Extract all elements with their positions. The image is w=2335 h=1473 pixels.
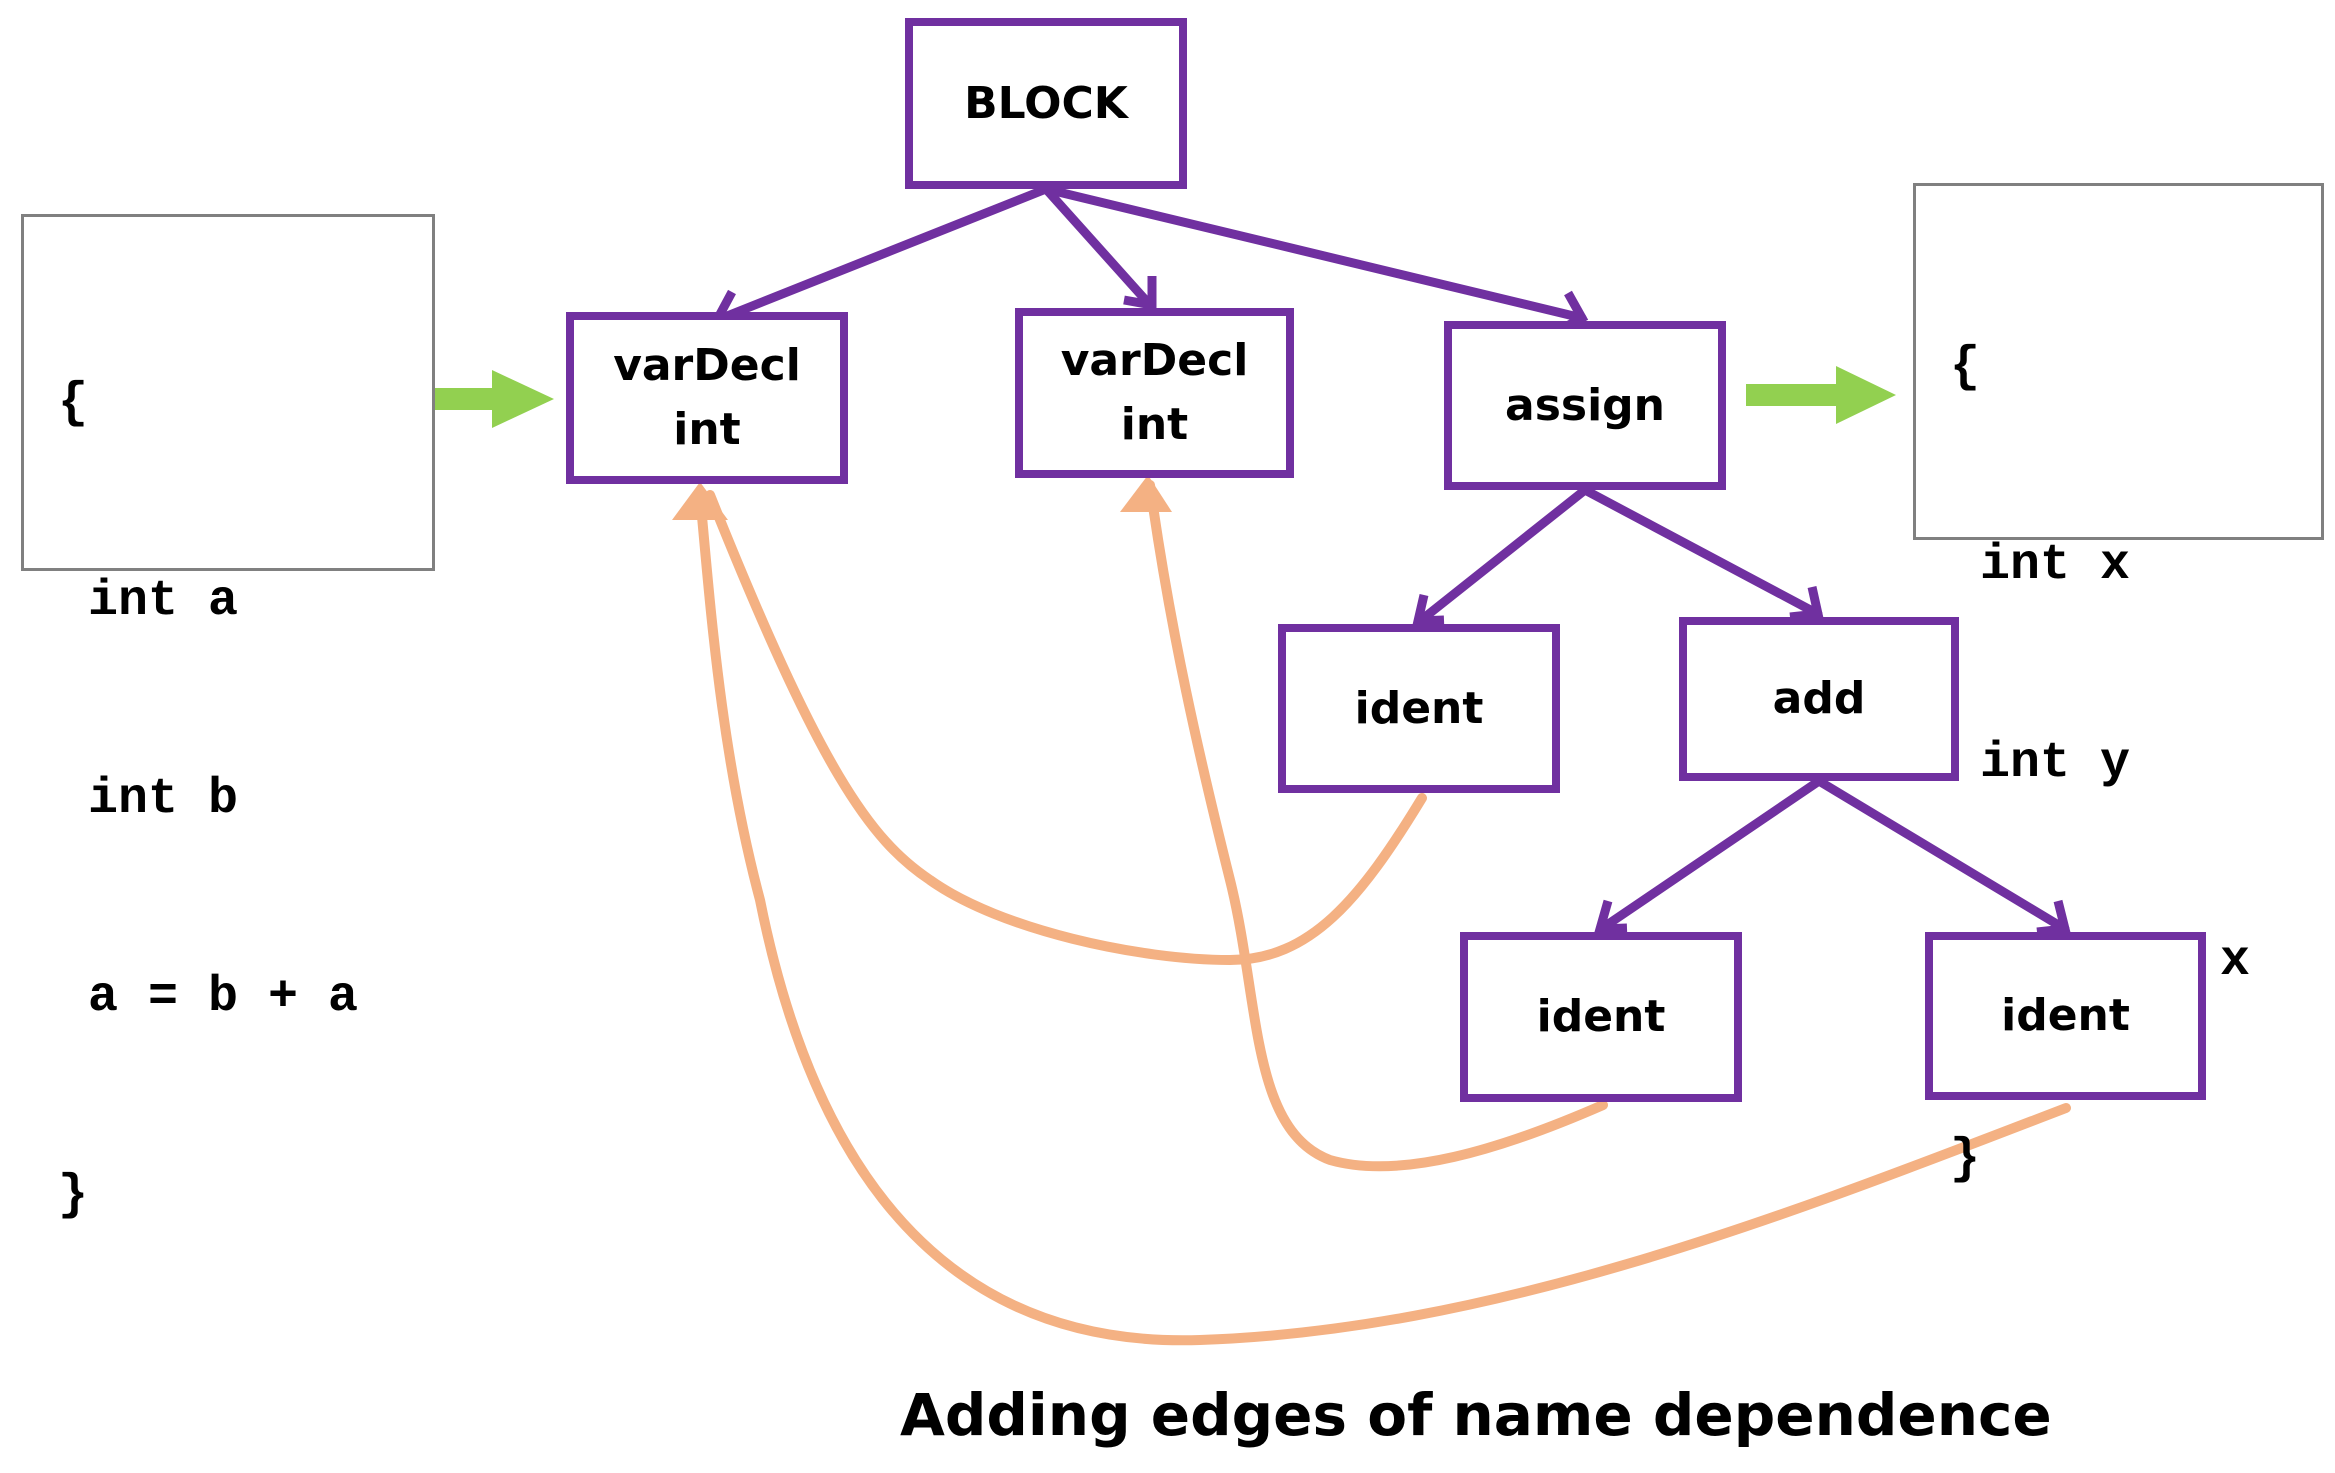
output-arrow [1746,366,1896,424]
ident-node-2: ident [1460,932,1742,1102]
code-line: int a [88,573,239,630]
edge-add-ident3 [1814,776,2070,934]
tree-arrowhead [1412,593,1445,626]
node-label: varDecl [1060,335,1249,386]
diagram-caption: Adding edges of name dependence [900,1381,2052,1449]
tree-edges [717,184,2070,934]
edge-add-ident2 [1596,776,1824,934]
renamed-code-box: { int x int y x = y + x } [1913,183,2324,1188]
dependence-arrowhead [672,482,728,520]
tree-arrowhead [1593,899,1628,934]
edge-assign-add [1580,485,1823,619]
node-label: ident [1536,991,1666,1042]
dependence-edge-ident1-to-vardecl1 [705,490,1427,966]
code-line: { [1950,339,1981,396]
node-type-label: int [1120,399,1189,450]
code-line: a = b + a [88,969,359,1026]
name-dependence-edges [695,480,2071,1346]
code-line: int x [1980,537,2131,594]
vardecl-node-2: varDecl int [1015,308,1294,478]
ident-node-3: ident [1925,932,2206,1100]
node-label: ident [1354,682,1484,734]
node-label: varDecl [613,340,801,391]
ident-node-1: ident [1278,624,1560,793]
node-label: ident [2001,990,2130,1041]
tree-arrowheads [711,276,2071,937]
dependence-edge-ident2-to-vardecl2 [1145,480,1608,1172]
code-line: } [1950,1131,1981,1188]
block-node: BLOCK [905,18,1187,189]
assign-node: assign [1444,321,1726,490]
code-line: } [58,1167,89,1224]
tree-arrowhead [1123,276,1157,311]
node-label: assign [1505,379,1665,431]
input-arrow [422,370,554,428]
node-label: BLOCK [964,77,1128,129]
vardecl-node-1: varDecl int [566,312,848,484]
edge-block-vardecl2 [1041,184,1155,310]
node-type-label: int [673,404,741,455]
add-node: add [1679,617,1959,781]
dependence-arrowhead [1120,475,1172,512]
code-line: int b [88,771,239,828]
tree-arrowhead [1789,586,1824,622]
code-line: { [58,375,89,432]
dependence-edge-ident3-to-vardecl1 [695,490,2071,1346]
source-code-box: { int a int b a = b + a } [21,214,435,1224]
edge-block-assign [1041,184,1587,323]
dependence-arrowheads [672,475,1172,520]
code-line: int y [1980,735,2131,792]
node-label: add [1772,673,1866,724]
edge-block-vardecl1 [717,184,1051,323]
tree-arrowhead [2036,899,2071,937]
transform-arrows [422,366,1896,428]
edge-assign-ident1 [1415,485,1590,626]
